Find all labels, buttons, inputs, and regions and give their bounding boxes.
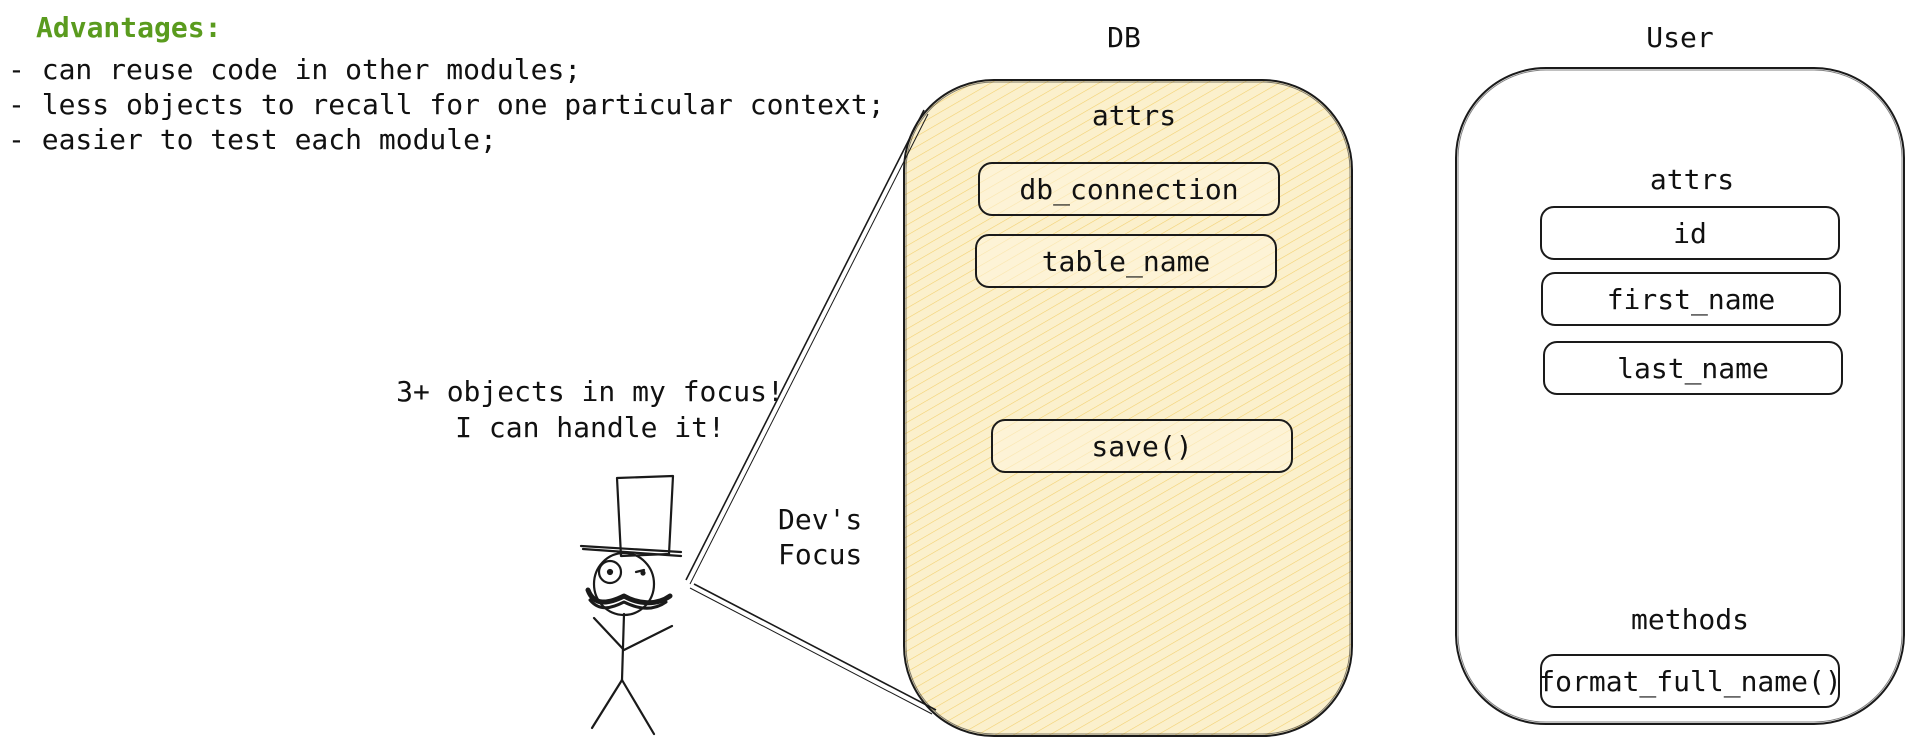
user-methods-label: methods [1630,603,1750,636]
focus-label-line: Dev's [778,503,863,536]
db-module-title: DB [1107,21,1141,54]
advantage-item: - can reuse code in other modules; [8,53,582,86]
devs-focus-label: Dev's Focus [778,502,862,572]
advantage-item: - easier to test each module; [8,123,497,156]
speech-line: I can handle it! [455,411,725,444]
advantages-list: - can reuse code in other modules; - les… [8,52,885,157]
focus-label-line: Focus [778,538,863,571]
user-module-title: User [1646,21,1714,54]
user-attrs-label: attrs [1649,163,1735,196]
db-attr-db-connection: db_connection [978,162,1280,216]
advantages-title: Advantages: [36,11,222,44]
advantage-item: - less objects to recall for one particu… [8,88,885,121]
user-attr-first-name: first_name [1541,272,1841,326]
db-attr-table-name: table_name [975,234,1277,288]
focus-cone [685,109,937,715]
db-method-save: save() [991,419,1293,473]
user-attr-last-name: last_name [1543,341,1843,395]
speech-line: 3+ objects in my focus! [396,375,784,408]
developer-figure [579,474,683,736]
user-module-container [1455,67,1905,725]
user-method-format-full-name: format_full_name() [1538,654,1842,708]
developer-speech: 3+ objects in my focus! I can handle it! [370,374,810,446]
user-attr-id: id [1540,206,1840,260]
db-attrs-label: attrs [1091,99,1177,132]
